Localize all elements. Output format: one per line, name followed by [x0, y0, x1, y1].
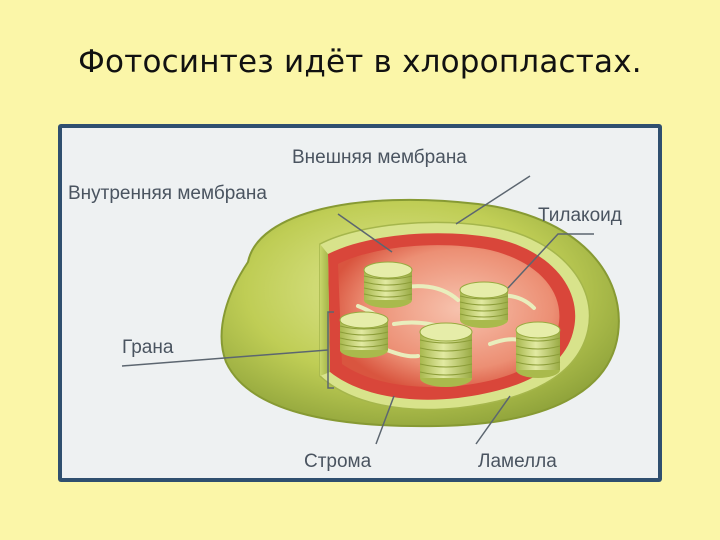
- leader-grana: [121, 349, 329, 367]
- label-thylakoid: Тилакоид: [538, 205, 622, 226]
- granum-stack: [515, 321, 561, 378]
- leader-lamella: [475, 395, 511, 445]
- granum-stack: [419, 322, 473, 387]
- slide-title: Фотосинтез идёт в хлоропластах.: [78, 44, 642, 80]
- leader-inner-membrane: [337, 213, 393, 253]
- label-stroma: Строма: [304, 451, 372, 472]
- label-lamella: Ламелла: [478, 451, 557, 472]
- granum-stack: [459, 281, 509, 328]
- granum-stack: [339, 311, 389, 358]
- label-outer-membrane: Внешняя мембрана: [292, 147, 467, 168]
- granum-stack: [363, 261, 413, 308]
- leader-outer-membrane: [455, 175, 531, 225]
- chloroplast-figure: Внешняя мембрана Внутренняя мембрана Тил…: [58, 124, 662, 482]
- label-grana: Грана: [122, 337, 174, 358]
- leader-lines: [121, 175, 594, 445]
- chloroplast-diagram: [62, 128, 658, 478]
- grana-bracket: [327, 311, 334, 389]
- leader-thylakoid: [507, 233, 594, 289]
- label-inner-membrane: Внутренняя мембрана: [68, 183, 267, 204]
- leader-stroma: [375, 395, 395, 445]
